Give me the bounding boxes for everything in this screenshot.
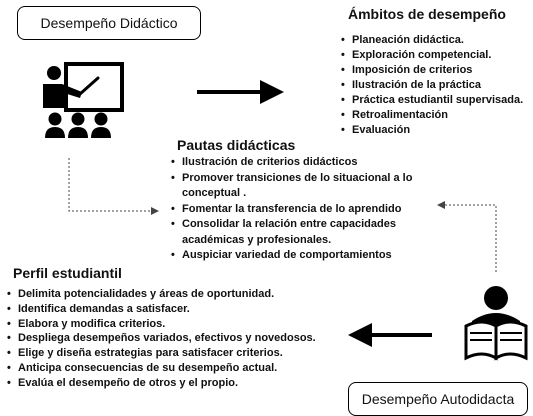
reading-student-icon bbox=[464, 286, 528, 361]
pautas-list: Ilustración de criterios didácticos Prom… bbox=[170, 155, 430, 264]
pautas-item: Auspiciar variedad de comportamientos bbox=[170, 248, 430, 264]
perfil-list: Delimita potencialidades y áreas de opor… bbox=[6, 287, 336, 391]
desempeno-autodidacta-label: Desempeño Autodidacta bbox=[361, 391, 515, 407]
perfil-item: Despliega desempeños variados, efectivos… bbox=[6, 331, 336, 346]
perfil-item: Evalúa el desempeño de otros y el propio… bbox=[6, 376, 336, 391]
teacher-presentation-icon bbox=[43, 62, 124, 138]
perfil-item: Identifica demandas a satisfacer. bbox=[6, 302, 336, 317]
dashed-arrow-left bbox=[68, 158, 159, 215]
perfil-title: Perfil estudiantil bbox=[13, 265, 122, 281]
ambitos-item: Planeación didáctica. bbox=[340, 33, 533, 48]
ambitos-item: Evaluación bbox=[340, 123, 533, 138]
pautas-item: Consolidar la relación entre capacidades… bbox=[170, 217, 430, 248]
ambitos-item: Exploración competencial. bbox=[340, 48, 533, 63]
ambitos-item: Retroalimentación bbox=[340, 108, 533, 123]
desempeno-didactico-box: Desempeño Didáctico bbox=[17, 6, 201, 40]
perfil-item: Elige y diseña estrategias para satisfac… bbox=[6, 346, 336, 361]
dashed-arrow-right bbox=[437, 201, 497, 272]
pautas-title: Pautas didácticas bbox=[177, 137, 296, 153]
ambitos-title: Ámbitos de desempeño bbox=[348, 6, 506, 22]
perfil-item: Anticipa consecuencias de su desempeño a… bbox=[6, 361, 336, 376]
ambitos-item: Ilustración de la práctica bbox=[340, 78, 533, 93]
ambitos-item: Práctica estudiantil supervisada. bbox=[340, 93, 533, 108]
desempeno-didactico-label: Desempeño Didáctico bbox=[40, 15, 178, 31]
perfil-item: Elabora y modifica criterios. bbox=[6, 317, 336, 332]
ambitos-list: Planeación didáctica. Exploración compet… bbox=[340, 33, 533, 138]
pautas-item: Fomentar la transferencia de lo aprendid… bbox=[170, 202, 430, 218]
pautas-item: Ilustración de criterios didácticos bbox=[170, 155, 430, 171]
ambitos-item: Imposición de criterios bbox=[340, 63, 533, 78]
perfil-item: Delimita potencialidades y áreas de opor… bbox=[6, 287, 336, 302]
pautas-item: Promover transiciones de lo situacional … bbox=[170, 171, 430, 202]
